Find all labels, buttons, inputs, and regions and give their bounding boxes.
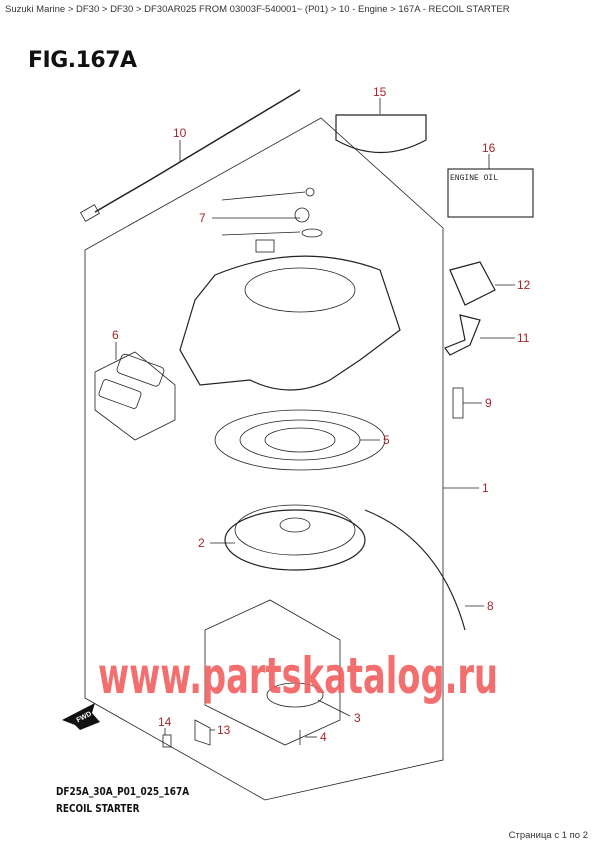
callout-7[interactable]: 7 xyxy=(199,211,206,225)
figure-name: RECOIL STARTER xyxy=(56,803,140,815)
callout-14[interactable]: 14 xyxy=(158,715,172,729)
figure-code: DF25A_30A_P01_025_167A xyxy=(56,786,190,798)
breadcrumb[interactable]: Suzuki Marine > DF30 > DF30 > DF30AR025 … xyxy=(5,4,510,15)
part-10-end xyxy=(80,204,100,222)
part-16-label xyxy=(447,168,534,218)
watermark: www.partskatalog.ru xyxy=(98,647,498,705)
callout-4[interactable]: 4 xyxy=(320,730,327,744)
fwd-arrow: FWD xyxy=(62,703,100,730)
callout-9[interactable]: 9 xyxy=(485,396,492,410)
callout-8[interactable]: 8 xyxy=(487,599,494,613)
assembly-outline xyxy=(84,117,444,801)
part-1-housing xyxy=(179,255,401,391)
page-indicator: Страница с 1 по 2 xyxy=(508,830,588,841)
callout-12[interactable]: 12 xyxy=(517,278,531,292)
part-15-label xyxy=(335,114,427,154)
callout-15[interactable]: 15 xyxy=(373,85,387,99)
callout-13[interactable]: 13 xyxy=(217,723,231,737)
callout-1[interactable]: 1 xyxy=(482,481,489,495)
callout-10[interactable]: 10 xyxy=(173,126,187,140)
callout-6[interactable]: 6 xyxy=(112,328,119,342)
engine-oil-label-text: ENGINE OIL xyxy=(450,174,498,183)
callout-3[interactable]: 3 xyxy=(354,711,361,725)
part-10-cable xyxy=(94,89,301,213)
callout-16[interactable]: 16 xyxy=(482,141,496,155)
callout-2[interactable]: 2 xyxy=(198,536,205,550)
callout-11[interactable]: 11 xyxy=(517,331,530,345)
figure-title: FIG.167A xyxy=(28,48,137,73)
callout-5[interactable]: 5 xyxy=(383,433,390,447)
